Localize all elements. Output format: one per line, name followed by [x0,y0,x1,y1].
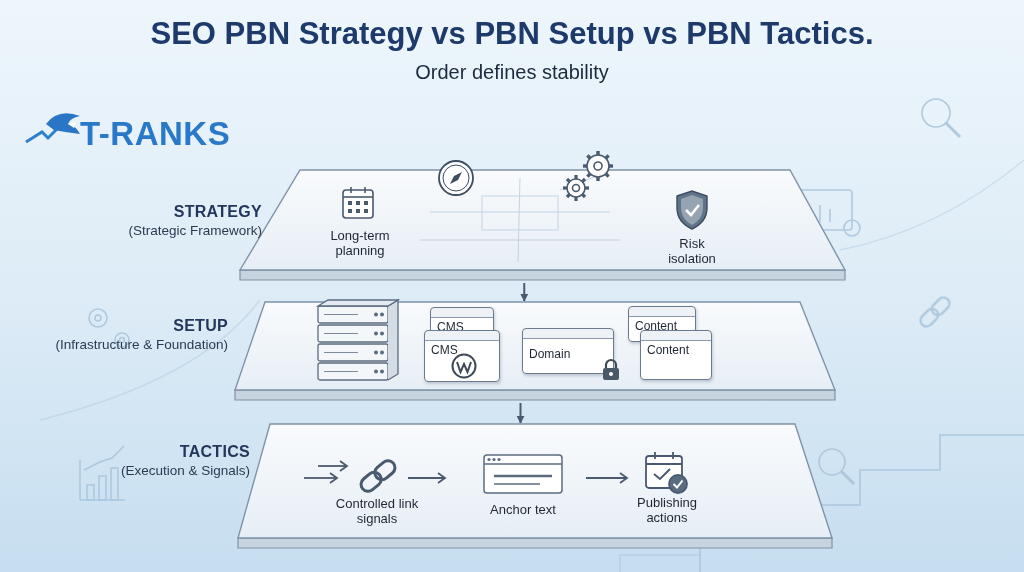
plane-icons [304,452,687,494]
window-card: Domain [522,328,614,374]
card-text: Content [641,331,695,359]
window-card: CMS [424,330,500,382]
page-title: SEO PBN Strategy vs PBN Setup vs PBN Tac… [0,16,1024,52]
plane-outline [236,422,835,550]
layer-plane: TACTICS(Execution & Signals) [20,422,850,550]
layer-subtitle: (Infrastructure & Foundation) [30,336,228,353]
layer-heading: TACTICS(Execution & Signals) [30,442,250,479]
card-text: CMS [425,331,464,359]
plane-face [238,424,832,538]
flow-arrow [520,403,522,423]
plane-icons [343,151,707,262]
layer-plane: SETUP(Infrastructure & Foundation)CMSCMS… [20,300,850,402]
layer-subtitle: (Strategic Framework) [30,222,262,239]
layer-subtitle: (Execution & Signals) [30,462,250,479]
window-card: Content [640,330,712,380]
plane-edge [235,390,835,400]
layer-title: STRATEGY [30,202,262,222]
layer-plane: STRATEGY(Strategic Framework) [20,168,850,282]
plane-outline [238,168,848,282]
plane-edge [240,270,845,280]
layer-heading: STRATEGY(Strategic Framework) [30,202,262,239]
layer-title: SETUP [30,316,228,336]
card-text: Domain [523,329,576,363]
flow-arrow [523,283,525,301]
plane-edge [238,538,832,548]
layer-heading: SETUP(Infrastructure & Foundation) [30,316,228,353]
layer-title: TACTICS [30,442,250,462]
brand-logo: T-RANKS [80,114,230,153]
lock-icon [601,359,621,381]
plane-icons [318,300,398,380]
plane-face [240,170,845,270]
page-caption: Order defines stability [0,60,1024,84]
